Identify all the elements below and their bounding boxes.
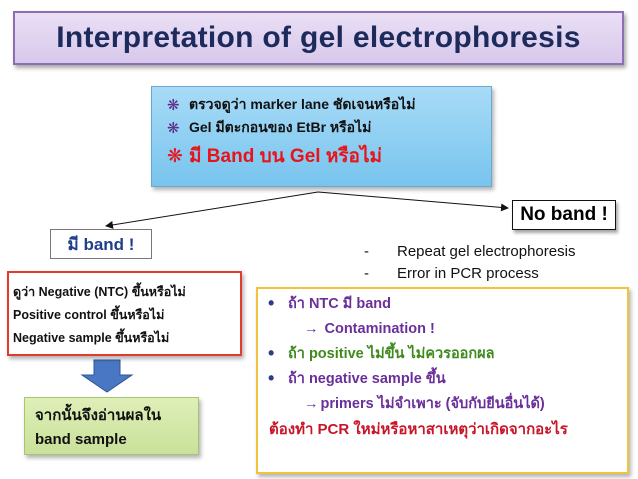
check-item-etbr: ❋ Gel มีตะกอนของ EtBr หรือไม่	[167, 116, 491, 139]
down-arrow-icon	[80, 359, 134, 393]
interp-item-contamination: → Contamination !	[258, 316, 627, 341]
flower-bullet-icon: ❋	[167, 96, 180, 114]
interp-item-negative: • ถ้า negative sample ขึ้น	[258, 366, 627, 391]
interp-text-negative: ถ้า negative sample ขึ้น	[288, 371, 446, 387]
note-text-repeat: Repeat gel electrophoresis	[397, 242, 576, 260]
flower-bullet-icon: ❋	[167, 119, 180, 137]
check-item-band: ❋ มี Band บน Gel หรือไม่	[167, 139, 491, 173]
interp-text-positive: ถ้า positive ไม่ขึ้น ไม่ควรออกผล	[288, 346, 495, 362]
interp-item-redo: ต้องทำ PCR ใหม่หรือหาสาเหตุว่าเกิดจากอะไ…	[258, 416, 627, 441]
arrow-right-icon: →	[304, 395, 319, 412]
read-result-box: จากนั้นจึงอ่านผลใน band sample	[24, 397, 199, 455]
interpretation-box: • ถ้า NTC มี band → Contamination ! • ถ้…	[256, 287, 629, 474]
interp-text-primers: primers ไม่จำเพาะ (จับกับยีนอื่นได้)	[320, 396, 545, 412]
has-band-box: มี band !	[50, 229, 152, 259]
read-result-line-1: จากนั้นจึงอ่านผลใน	[35, 406, 162, 424]
interp-text-redo: ต้องทำ PCR ใหม่หรือหาสาเหตุว่าเกิดจากอะไ…	[269, 420, 568, 438]
control-check-ntc: ดูว่า Negative (NTC) ขึ้นหรือไม่	[13, 284, 186, 299]
control-check-box: ดูว่า Negative (NTC) ขึ้นหรือไม่ Positiv…	[7, 271, 242, 356]
check-item-marker: ❋ ตรวจดูว่า marker lane ชัดเจนหรือไม่	[167, 93, 491, 116]
control-check-negative-sample: Negative sample ขึ้นหรือไม่	[13, 330, 170, 345]
arrow-right-icon: →	[304, 320, 319, 337]
check-text-band: มี Band บน Gel หรือไม่	[189, 146, 383, 167]
bullet-icon: •	[268, 368, 275, 388]
dash-marker: -	[364, 264, 369, 282]
read-result-line-2: band sample	[35, 431, 127, 448]
no-band-box: No band !	[512, 200, 616, 230]
bullet-icon: •	[268, 343, 275, 363]
connector-to-has-band	[105, 191, 319, 229]
interp-item-positive: • ถ้า positive ไม่ขึ้น ไม่ควรออกผล	[258, 341, 627, 366]
note-text-error: Error in PCR process	[397, 264, 539, 282]
interp-text-contamination: Contamination !	[324, 320, 435, 337]
title-banner: Interpretation of gel electrophoresis	[13, 11, 624, 65]
interp-text-ntc: ถ้า NTC มี band	[288, 296, 392, 312]
dash-marker: -	[364, 242, 369, 260]
check-box: ❋ ตรวจดูว่า marker lane ชัดเจนหรือไม่ ❋ …	[151, 86, 492, 187]
connector-to-no-band	[317, 191, 509, 212]
check-text-marker: ตรวจดูว่า marker lane ชัดเจนหรือไม่	[189, 95, 416, 112]
no-band-notes: - Repeat gel electrophoresis - Error in …	[364, 240, 634, 284]
note-item: - Repeat gel electrophoresis	[364, 240, 634, 262]
check-text-etbr: Gel มีตะกอนของ EtBr หรือไม่	[189, 118, 372, 135]
bullet-icon: •	[268, 293, 275, 313]
interp-item-primers: → primers ไม่จำเพาะ (จับกับยีนอื่นได้)	[258, 391, 627, 416]
page-title: Interpretation of gel electrophoresis	[56, 21, 581, 54]
flower-bullet-icon: ❋	[167, 145, 183, 167]
control-check-positive: Positive control ขึ้นหรือไม่	[13, 307, 165, 322]
interp-item-ntc: • ถ้า NTC มี band	[258, 291, 627, 316]
note-item: - Error in PCR process	[364, 262, 634, 284]
